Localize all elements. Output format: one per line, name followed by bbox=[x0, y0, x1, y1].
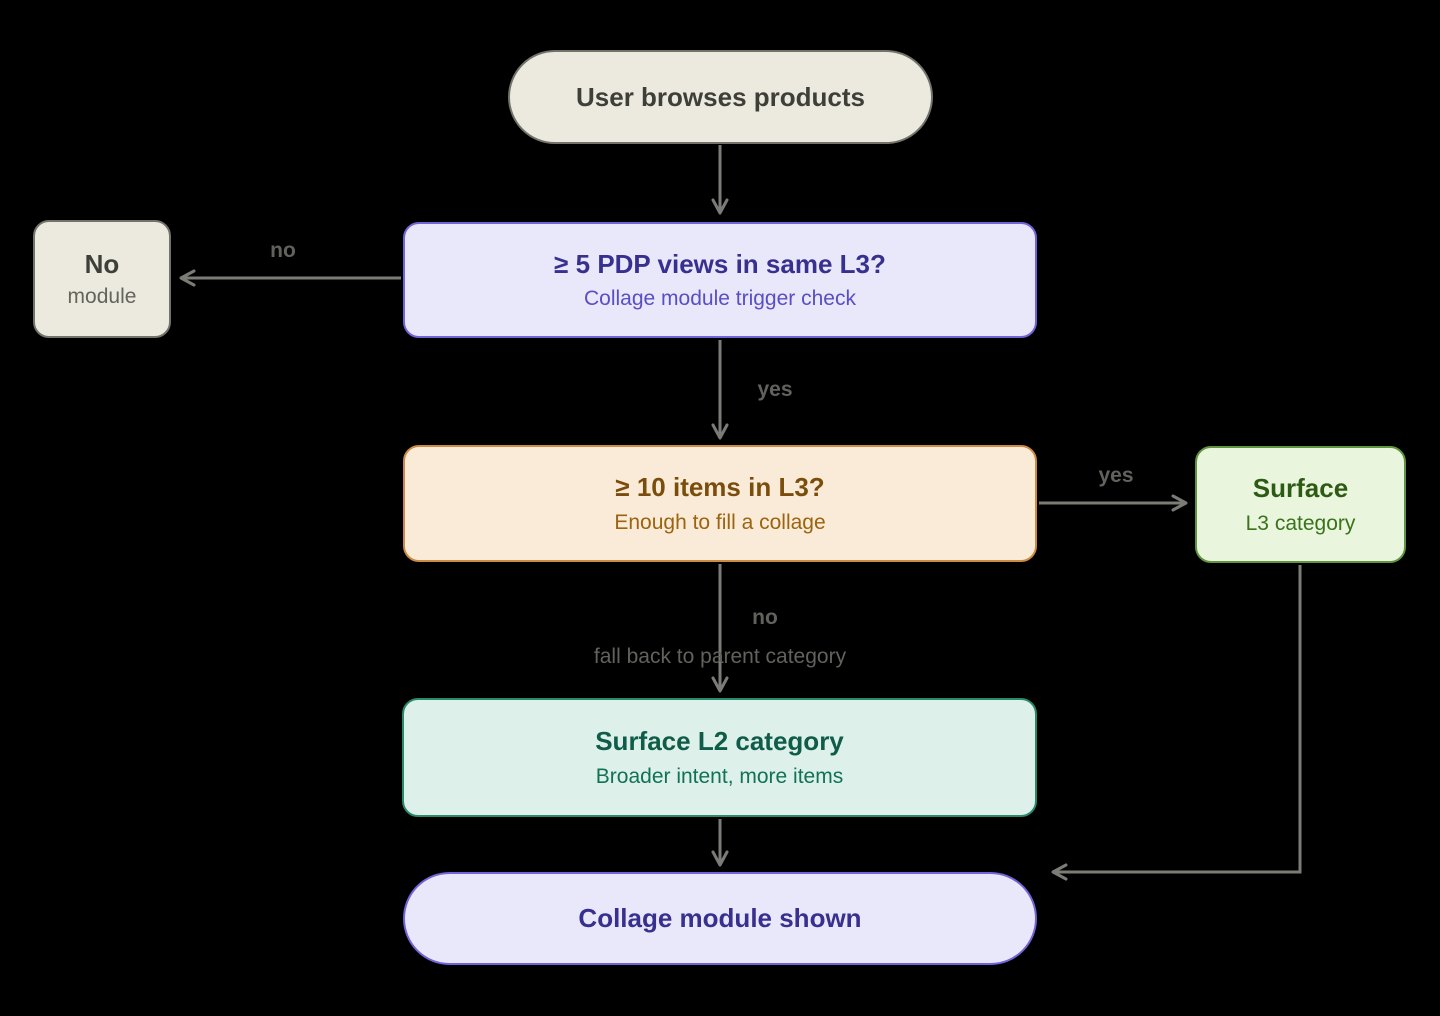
node-surface-l2-title: Surface L2 category bbox=[595, 726, 844, 757]
node-surface-l2: Surface L2 category Broader intent, more… bbox=[402, 698, 1037, 817]
node-no-module-subtitle: module bbox=[67, 284, 137, 308]
edge-label-items-yes: yes bbox=[1098, 464, 1134, 487]
node-end: Collage module shown bbox=[403, 872, 1037, 965]
node-end-label: Collage module shown bbox=[578, 903, 862, 934]
node-pdp-check-subtitle: Collage module trigger check bbox=[584, 287, 856, 311]
node-no-module: No module bbox=[33, 220, 171, 338]
node-items-check: ≥ 10 items in L3? Enough to fill a colla… bbox=[403, 445, 1037, 562]
node-surface-l3-subtitle: L3 category bbox=[1245, 511, 1356, 535]
arrow-surface-l3-to-end bbox=[1051, 565, 1302, 881]
node-items-check-subtitle: Enough to fill a collage bbox=[614, 510, 826, 534]
node-surface-l3: Surface L3 category bbox=[1195, 446, 1406, 563]
node-start-label: User browses products bbox=[576, 81, 865, 112]
node-items-check-title: ≥ 10 items in L3? bbox=[615, 472, 825, 503]
node-surface-l3-title: Surface bbox=[1252, 473, 1349, 504]
edge-label-pdp-no: no bbox=[270, 239, 296, 262]
node-pdp-check: ≥ 5 PDP views in same L3? Collage module… bbox=[403, 222, 1037, 338]
node-start: User browses products bbox=[508, 50, 933, 144]
node-pdp-check-title: ≥ 5 PDP views in same L3? bbox=[554, 248, 886, 279]
edge-label-fallback-note: fall back to parent category bbox=[593, 645, 847, 668]
edge-label-pdp-yes: yes bbox=[757, 378, 793, 401]
node-surface-l2-subtitle: Broader intent, more items bbox=[595, 764, 844, 788]
edge-label-items-no: no bbox=[752, 606, 778, 629]
node-no-module-title: No bbox=[84, 249, 120, 280]
